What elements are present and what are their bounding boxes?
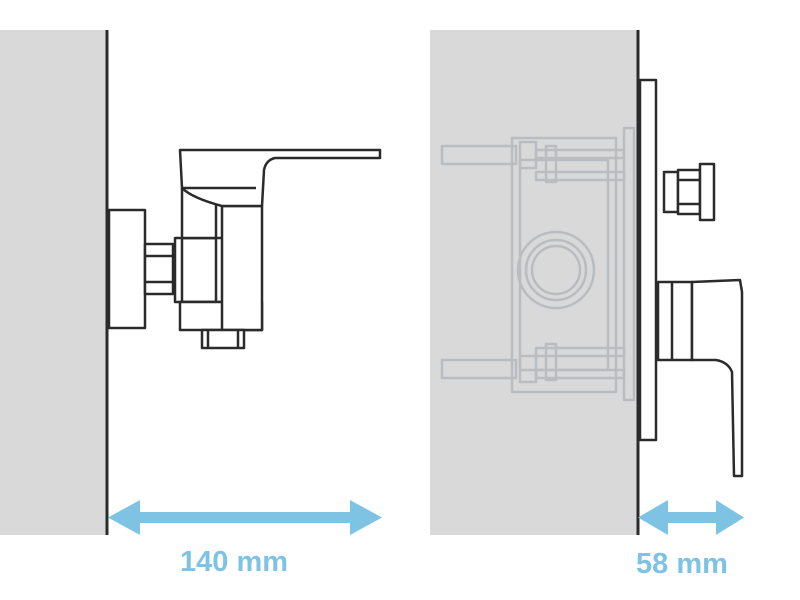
right-diagram xyxy=(430,30,744,535)
right-dimension-arrow xyxy=(638,500,744,535)
exposed-mixer xyxy=(107,148,382,350)
right-dimension-label: 58 mm xyxy=(636,548,728,580)
concealed-lever xyxy=(690,278,744,478)
outlet-body xyxy=(220,204,264,332)
left-diagram xyxy=(0,30,382,535)
connector-nut xyxy=(143,242,175,296)
handle-base xyxy=(656,280,694,362)
cover-plate xyxy=(638,78,658,442)
left-dimension-arrow xyxy=(108,500,382,535)
lever-handle xyxy=(178,148,382,208)
left-wall xyxy=(0,30,107,535)
right-wall xyxy=(430,30,637,535)
left-dimension-label: 140 mm xyxy=(180,546,289,578)
outlet-nozzle xyxy=(200,328,246,350)
diverter-knob xyxy=(676,168,702,216)
diverter-stem xyxy=(662,170,680,214)
concealed-mixer-trim xyxy=(638,78,744,478)
concealed-box xyxy=(440,126,636,402)
wall-flange xyxy=(107,208,147,330)
